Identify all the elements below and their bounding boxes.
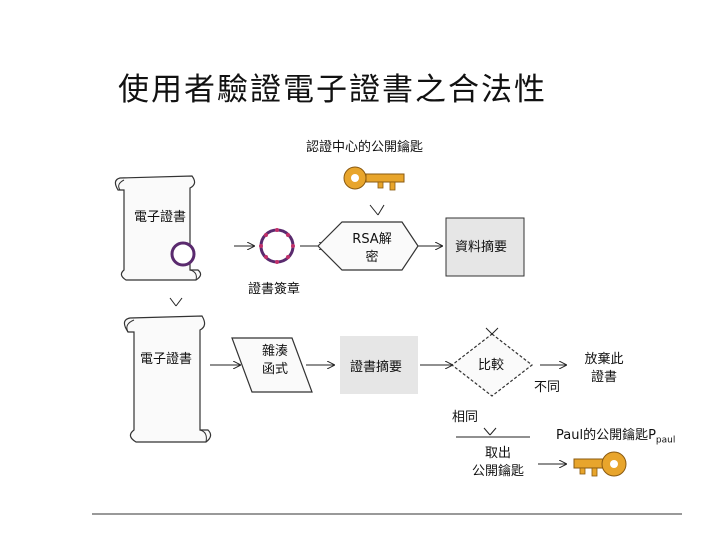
certificate-label: 電子證書 (134, 210, 187, 225)
cert-digest-box (340, 336, 418, 394)
certificate-scroll-2-icon (123, 315, 212, 443)
cert-digest-label: 證書摘要 (350, 360, 403, 375)
rsa-decrypt-shape (317, 221, 419, 271)
data-digest-box (445, 217, 525, 277)
cert-signature-label: 證書簽章 (248, 282, 301, 297)
certificate-2-label: 電子證書 (140, 352, 193, 367)
paul-key-subscript: paul (655, 435, 676, 446)
paul-key-icon (573, 451, 627, 477)
paul-public-key-label: Paul的公開鑰匙Ppaul (556, 428, 675, 449)
hash-label-1: 雜湊 (261, 344, 288, 359)
different-label: 不同 (534, 380, 561, 395)
take-out-label-1: 取出 (484, 446, 511, 461)
hash-label-2: 函式 (261, 362, 288, 377)
discard-label-1: 放棄此 (584, 352, 624, 367)
rsa-decrypt-label-1: RSA解 (352, 232, 392, 247)
seal-icon (170, 241, 196, 267)
take-out-label-2: 公開鑰匙 (471, 464, 524, 479)
hash-function-shape (231, 337, 313, 393)
data-digest-label: 資料摘要 (455, 240, 508, 255)
page-title: 使用者驗證電子證書之合法性 (118, 72, 547, 108)
ca-public-key-label: 認證中心的公開鑰匙 (306, 140, 424, 155)
rsa-decrypt-label-2: 密 (365, 250, 379, 265)
same-label: 相同 (452, 410, 479, 425)
signature-seal-icon (259, 228, 295, 264)
compare-label: 比較 (478, 358, 505, 373)
ca-key-icon (343, 166, 405, 191)
discard-label-2: 證書 (590, 370, 617, 385)
compare-diamond (451, 333, 533, 397)
paul-public-key-text: Paul的公開鑰匙P (556, 428, 656, 443)
